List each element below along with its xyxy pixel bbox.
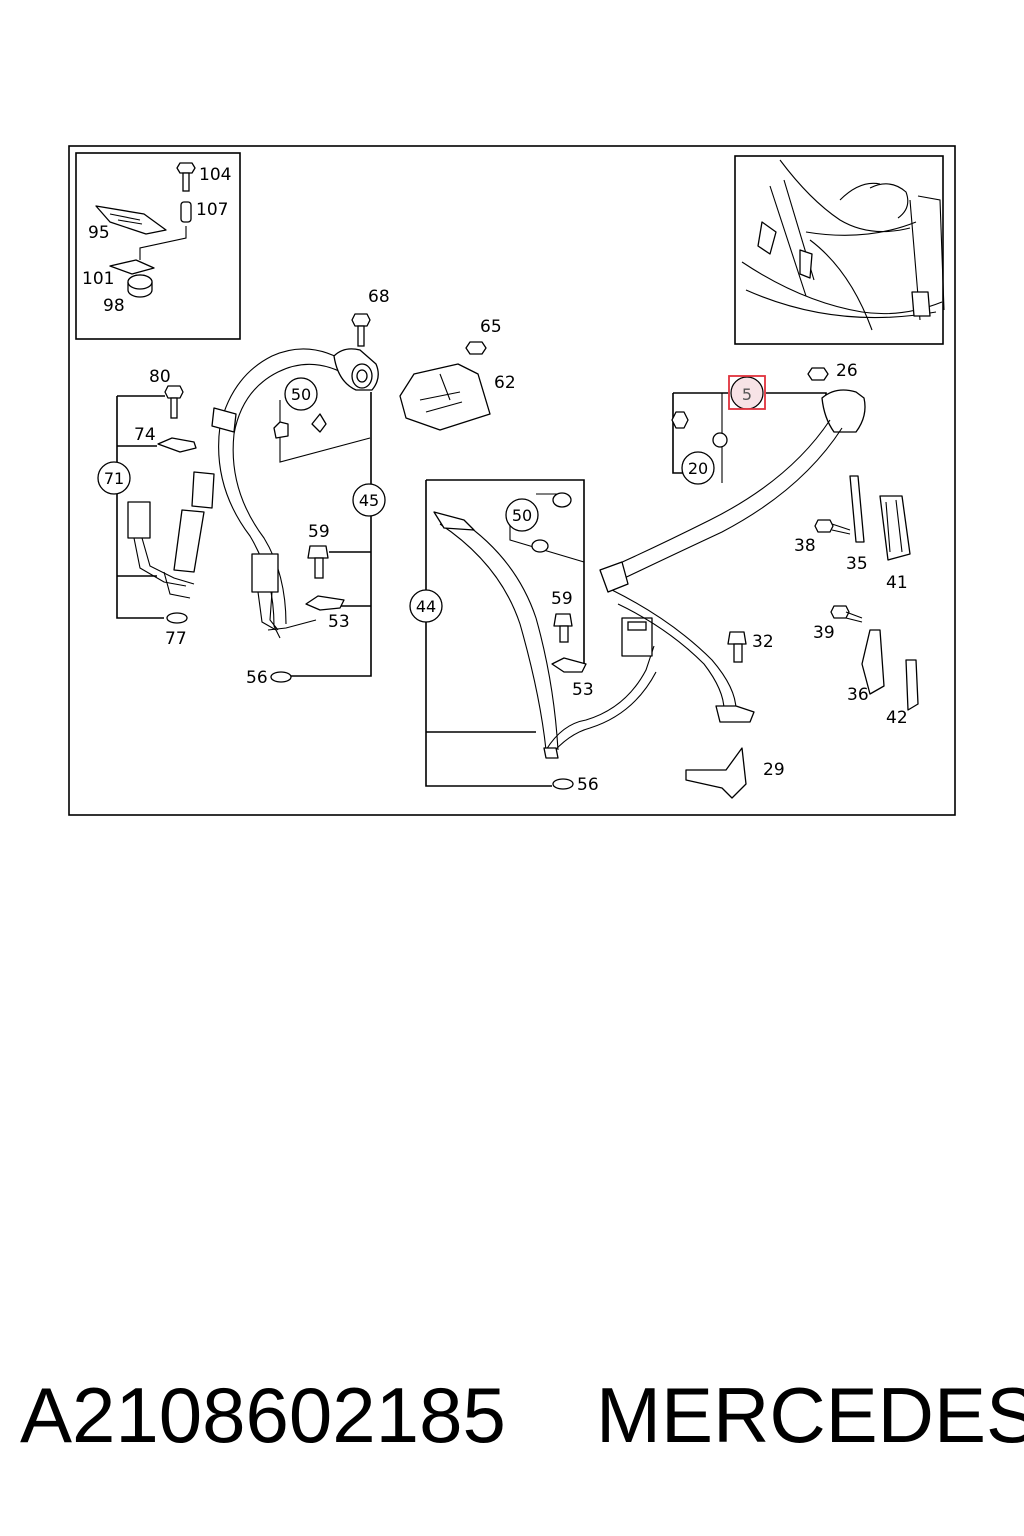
callout-29: 29	[763, 760, 785, 780]
callout-50-left: 50	[291, 385, 311, 404]
callout-42: 42	[886, 708, 908, 728]
assembly-71: 80 74 71 77	[97, 367, 215, 649]
diagram-frame	[68, 145, 956, 816]
caption: A2108602185 MERCEDES	[0, 1370, 1024, 1470]
callout-104: 104	[199, 165, 231, 185]
callout-59-left: 59	[308, 522, 330, 542]
callout-41: 41	[886, 573, 908, 593]
callout-65: 65	[480, 317, 502, 337]
callout-5: 5	[742, 385, 752, 404]
parts-diagram: 104 107 95 101 98	[68, 145, 956, 816]
callout-45: 45	[359, 491, 379, 510]
callout-71: 71	[104, 469, 124, 488]
part-number: A2108602185	[20, 1371, 506, 1459]
callout-80: 80	[149, 367, 171, 387]
callout-95: 95	[88, 223, 110, 243]
assembly-45: 68 50 45 59 53 56	[211, 287, 390, 688]
brand-name: MERCEDES	[596, 1371, 1024, 1459]
callout-77: 77	[165, 629, 187, 649]
callout-20: 20	[688, 459, 708, 478]
callout-44: 44	[416, 597, 436, 616]
callout-107: 107	[196, 200, 228, 220]
callout-35: 35	[846, 554, 868, 574]
callout-36: 36	[847, 685, 869, 705]
callout-59-center: 59	[551, 589, 573, 609]
callout-74: 74	[134, 425, 156, 445]
assembly-5: 26 5 20 38 35 41 32 39 36 42 29	[599, 361, 919, 799]
callout-26: 26	[836, 361, 858, 381]
callout-98: 98	[103, 296, 125, 316]
callout-62: 62	[494, 373, 516, 393]
callout-53-center: 53	[572, 680, 594, 700]
inset-detail-top-left: 104 107 95 101 98	[75, 152, 241, 340]
callout-56-center: 56	[577, 775, 599, 795]
callout-53-left: 53	[328, 612, 350, 632]
callout-68: 68	[368, 287, 390, 307]
callout-32: 32	[752, 632, 774, 652]
inset-vehicle-view	[734, 155, 945, 345]
highlight-box	[728, 375, 766, 410]
callout-101: 101	[82, 269, 114, 289]
bracket-62: 65 62	[399, 317, 516, 431]
callout-38: 38	[794, 536, 816, 556]
assembly-44: 44 50 59 53 56	[409, 479, 657, 795]
callout-50-center: 50	[512, 506, 532, 525]
callout-39: 39	[813, 623, 835, 643]
callout-56-left: 56	[246, 668, 268, 688]
